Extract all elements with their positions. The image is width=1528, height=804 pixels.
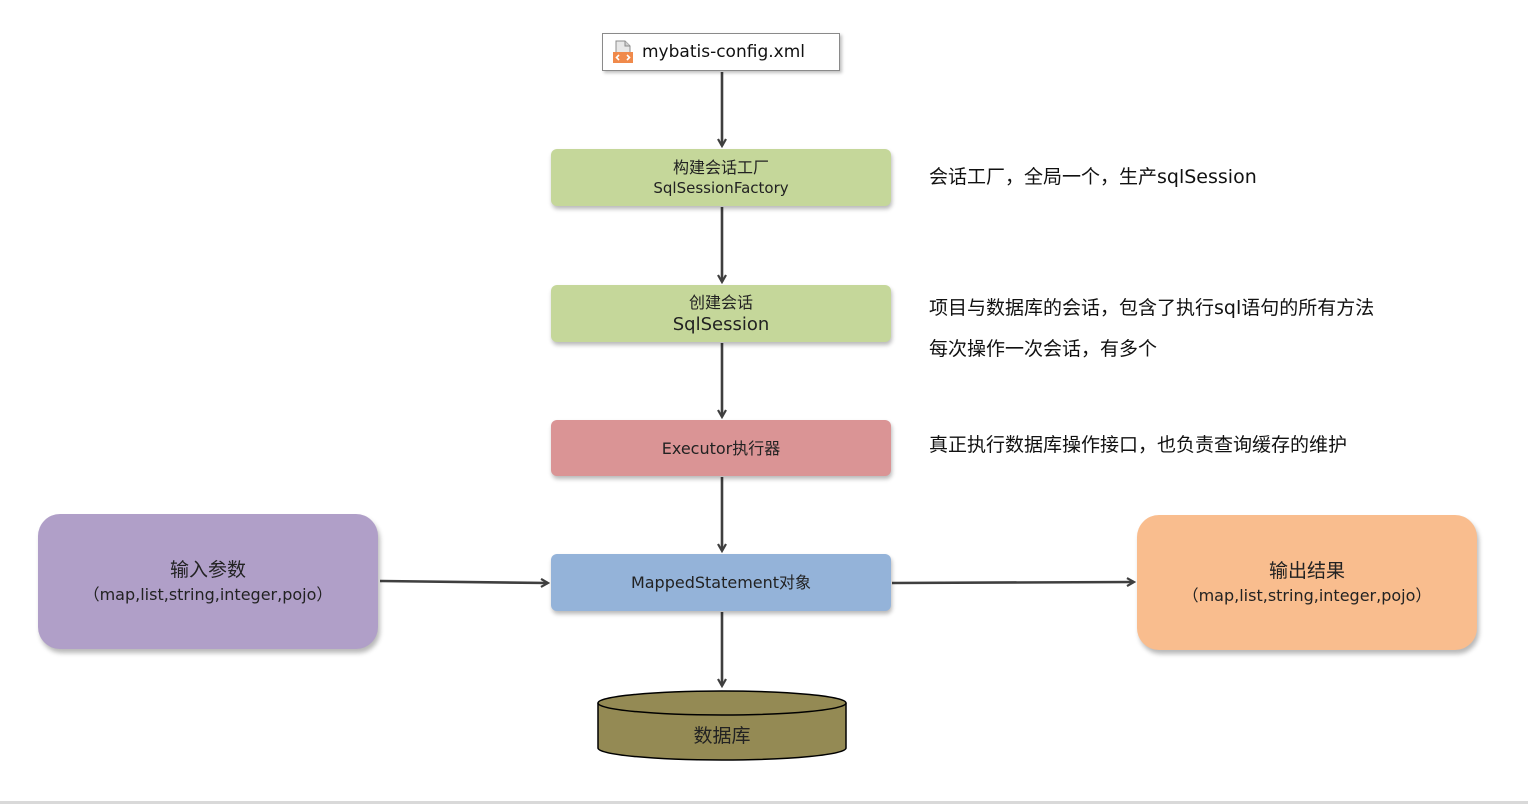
database-label: 数据库 bbox=[693, 724, 751, 747]
config-file-name: mybatis-config.xml bbox=[642, 42, 805, 62]
note-sqlsession-line2: 每次操作一次会话，有多个 bbox=[929, 338, 1158, 360]
executor-title: Executor执行器 bbox=[661, 438, 781, 458]
sqlsessionfactory-node[interactable]: 构建会话工厂 SqlSessionFactory bbox=[551, 149, 891, 206]
executor-node[interactable]: Executor执行器 bbox=[551, 420, 891, 476]
sqlsessionfactory-subtitle: SqlSessionFactory bbox=[653, 178, 789, 197]
output-result-box[interactable]: 输出结果 （map,list,string,integer,pojo） bbox=[1137, 515, 1477, 650]
sqlsession-title: 创建会话 bbox=[688, 292, 753, 312]
arrow-mapped-to-output bbox=[891, 582, 1134, 583]
bottom-divider bbox=[0, 801, 1528, 804]
config-file-box[interactable]: mybatis-config.xml bbox=[602, 33, 840, 71]
mappedstatement-title: MappedStatement对象 bbox=[630, 573, 812, 592]
database-cylinder bbox=[597, 690, 847, 761]
note-sqlsession-line1: 项目与数据库的会话，包含了执行sql语句的所有方法 bbox=[929, 297, 1375, 319]
output-result-types: （map,list,string,integer,pojo） bbox=[1182, 585, 1432, 605]
sqlsession-subtitle: SqlSession bbox=[672, 313, 770, 335]
arrow-input-to-mapped bbox=[379, 581, 548, 583]
note-sqlsessionfactory: 会话工厂，全局一个，生产sqlSession bbox=[929, 166, 1257, 188]
input-params-types: （map,list,string,integer,pojo） bbox=[83, 584, 333, 604]
input-params-title: 输入参数 bbox=[169, 558, 246, 581]
output-result-title: 输出结果 bbox=[1268, 559, 1345, 582]
note-executor: 真正执行数据库操作接口，也负责查询缓存的维护 bbox=[929, 434, 1348, 456]
xml-file-icon bbox=[613, 40, 633, 63]
mappedstatement-node[interactable]: MappedStatement对象 bbox=[551, 554, 891, 611]
input-params-box[interactable]: 输入参数 （map,list,string,integer,pojo） bbox=[38, 514, 378, 649]
sqlsessionfactory-title: 构建会话工厂 bbox=[672, 157, 769, 177]
sqlsession-node[interactable]: 创建会话 SqlSession bbox=[551, 285, 891, 342]
